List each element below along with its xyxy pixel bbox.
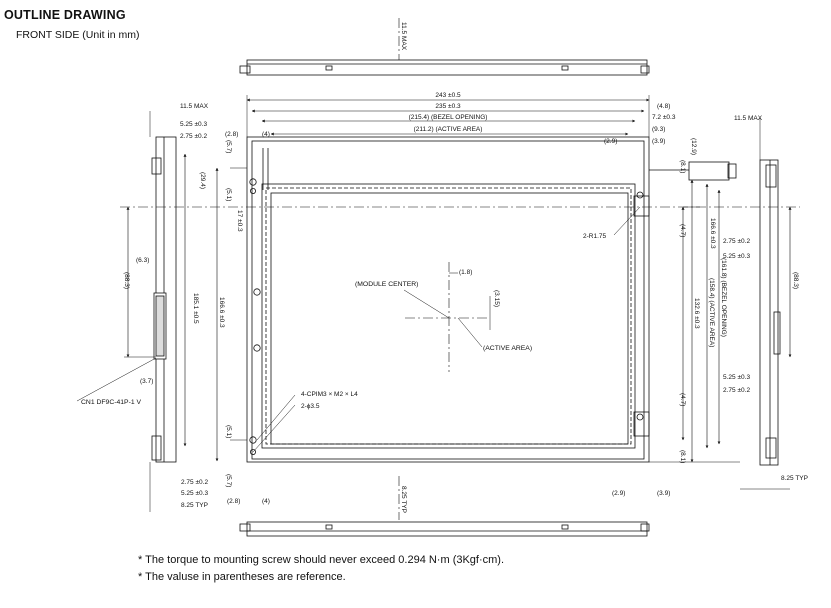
dim-4-7-top: (4.7) — [679, 224, 686, 237]
connector-label: CN1 DF9C-41P-1 V — [81, 399, 142, 406]
dim-width-243: 243 ±0.5 — [435, 92, 461, 99]
connector-12-9: (12.9) — [690, 138, 697, 155]
right-5-25-top: 5.25 ±0.3 — [723, 253, 750, 260]
left-2-75: 2.75 ±0.2 — [180, 133, 207, 140]
bottom-side-view — [239, 521, 650, 537]
note-torque: * The torque to mounting screw should ne… — [138, 554, 505, 566]
dim-9-3: (9.3) — [652, 126, 665, 133]
dim-2-8: (2.8) — [225, 131, 238, 138]
top-side-view — [239, 59, 650, 76]
connector-8-1: (8.1) — [679, 160, 686, 173]
holes-3-5-label: 2-ϕ3.5 — [301, 403, 320, 410]
dim-5-1: (5.1) — [225, 188, 232, 201]
dim-2-9: (2.9) — [604, 138, 617, 145]
dim-bottom-3-9: (3.9) — [657, 490, 670, 497]
right-5-25-bottom: 5.25 ±0.3 — [723, 374, 750, 381]
screw-holes-label: 4-CPIM3 × M2 × L4 — [301, 391, 358, 398]
dim-width-235: 235 ±0.3 — [435, 103, 461, 110]
dim-166-6-right: 166.6 ±0.3 — [709, 218, 716, 249]
right-88-3: (88.3) — [792, 272, 799, 289]
dim-29-4: (29.4) — [199, 172, 206, 189]
right-8-25-typ: 8.25 TYP — [781, 475, 808, 482]
dim-3-9: (3.9) — [652, 138, 665, 145]
dim-bezel-opening-height: (161.8) (BEZEL OPENING) — [720, 258, 727, 337]
dim-active-area-width: (211.2) (ACTIVE AREA) — [414, 126, 483, 133]
left-side-view — [151, 136, 177, 463]
bottom-2-75: 2.75 ±0.2 — [181, 479, 208, 486]
drawing-title: OUTLINE DRAWING — [4, 8, 126, 22]
right-side-view — [649, 159, 781, 466]
dim-4-8: (4.8) — [657, 103, 670, 110]
dim-132-6: 132.6 ±0.3 — [693, 298, 700, 329]
left-5-25: 5.25 ±0.3 — [180, 121, 207, 128]
dim-bezel-opening-width: (215.4) (BEZEL OPENING) — [409, 114, 488, 121]
module-center-label: (MODULE CENTER) — [355, 281, 418, 288]
dim-active-area-height: (158.4) (ACTIVE AREA) — [708, 278, 715, 347]
drawing-subtitle: FRONT SIDE (Unit in mm) — [16, 29, 140, 41]
dim-185-1: 185.1 ±0.5 — [192, 293, 199, 324]
center-8-25-typ: 8.25 TYP — [400, 486, 407, 513]
bottom-8-25-typ: 8.25 TYP — [181, 502, 208, 509]
right-2-75-top: 2.75 ±0.2 — [723, 238, 750, 245]
dim-4-7-bottom: (4.7) — [679, 393, 686, 406]
dim-4: (4) — [262, 131, 270, 138]
left-88-3: (88.3) — [123, 272, 130, 289]
dim-7-2: 7.2 ±0.3 — [652, 114, 676, 121]
front-module — [246, 136, 650, 463]
corner-radius-label: 2-R1.75 — [583, 233, 607, 240]
dim-166-6-left: 166.6 ±0.3 — [218, 297, 225, 328]
right-11-5-max: 11.5 MAX — [734, 115, 763, 122]
dim-3-15: (3.15) — [493, 290, 500, 307]
left-11-5-max: 11.5 MAX — [180, 103, 209, 110]
dim-5-7: (5.7) — [225, 140, 232, 153]
right-2-75-bottom: 2.75 ±0.2 — [723, 387, 750, 394]
top-11-5-max: 11.5 MAX — [400, 22, 407, 51]
dim-bottom-4: (4) — [262, 498, 270, 505]
left-3-7: (3.7) — [140, 378, 153, 385]
note-parentheses: * The valuse in parentheses are referenc… — [138, 571, 346, 583]
dim-bottom-5-1: (5.1) — [225, 425, 232, 438]
dim-8-1: (8.1) — [679, 450, 686, 463]
bottom-5-25: 5.25 ±0.3 — [181, 490, 208, 497]
dim-17: 17 ±0.3 — [236, 210, 243, 232]
dim-bottom-5-7: (5.7) — [225, 474, 232, 487]
active-area-label: (ACTIVE AREA) — [483, 345, 532, 352]
left-6-3: (6.3) — [136, 257, 149, 264]
dim-1-8: (1.8) — [459, 269, 472, 276]
dim-bottom-2-8: (2.8) — [227, 498, 240, 505]
dim-bottom-2-9: (2.9) — [612, 490, 625, 497]
